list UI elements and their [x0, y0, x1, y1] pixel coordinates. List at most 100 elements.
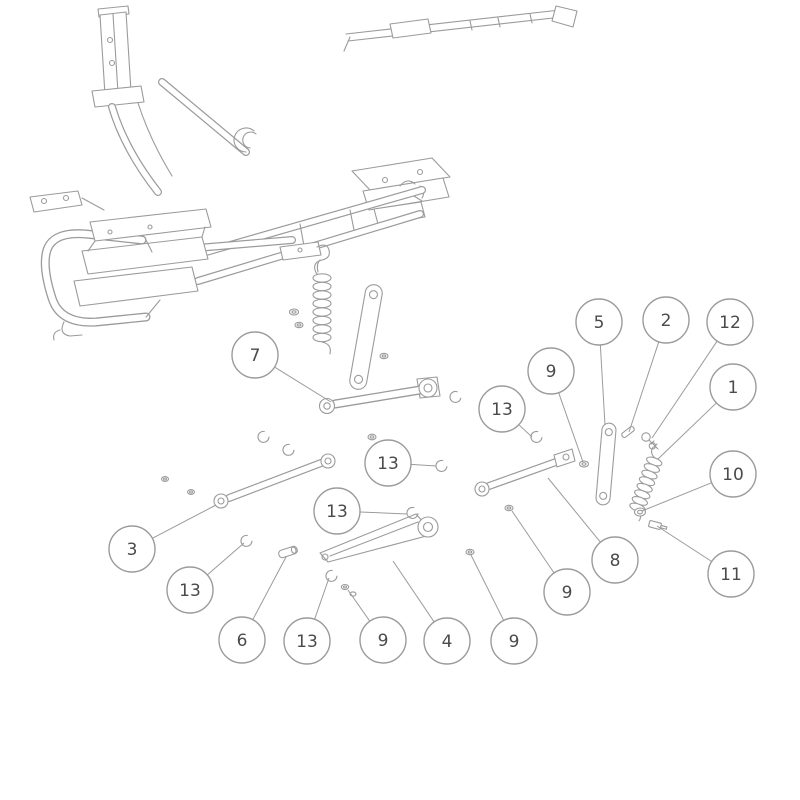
- bolt-part-11: [648, 520, 668, 530]
- leader-line-part-3-1: [152, 504, 217, 539]
- washer-upper-2: [294, 321, 304, 329]
- callout-balloon-part-4-6[interactable]: 4: [423, 617, 471, 665]
- leader-line-part-7-0: [274, 366, 332, 403]
- balloon-circle[interactable]: [527, 347, 575, 395]
- washer-arm4-1: [340, 583, 350, 591]
- leader-line-part-6-3: [252, 556, 287, 620]
- leader-line-part-4-6: [392, 560, 435, 623]
- arm-part-3: [213, 453, 336, 509]
- arm-part-7: [318, 376, 441, 415]
- e-clip-mid-3: [530, 430, 543, 443]
- leader-line-part-13-8: [359, 511, 408, 515]
- balloon-number: 13: [179, 581, 201, 601]
- spring-anchor-plate: [279, 241, 322, 261]
- callout-balloon-part-3-1[interactable]: 3: [108, 525, 156, 573]
- callout-balloon-part-9-11[interactable]: 9: [527, 347, 575, 395]
- callout-balloon-part-9-5[interactable]: 9: [359, 616, 407, 664]
- frame-assembly-drawing: [29, 5, 578, 341]
- balloon-circle[interactable]: [108, 525, 156, 573]
- balloon-circle[interactable]: [709, 363, 757, 411]
- balloon-number: 5: [594, 313, 605, 333]
- balloon-number: 6: [237, 631, 248, 651]
- callout-balloon-part-1-15[interactable]: 1: [709, 363, 757, 411]
- balloon-circle[interactable]: [423, 617, 471, 665]
- balloon-circle[interactable]: [591, 536, 639, 584]
- balloon-number: 8: [610, 551, 621, 571]
- callout-balloon-part-10-16[interactable]: 10: [709, 450, 757, 498]
- balloon-number: 9: [509, 632, 520, 652]
- balloon-circle[interactable]: [642, 296, 690, 344]
- callout-balloon-part-8-18[interactable]: 8: [591, 536, 639, 584]
- balloon-circle[interactable]: [166, 566, 214, 614]
- left-flat-bracket: [29, 190, 105, 213]
- deck-plates: [73, 208, 212, 318]
- balloon-circle[interactable]: [543, 568, 591, 616]
- leader-line-part-9-11: [558, 392, 584, 463]
- balloon-circle[interactable]: [359, 616, 407, 664]
- callout-balloon-part-7-0[interactable]: 7: [231, 331, 279, 379]
- leader-line-part-11-17: [656, 525, 712, 562]
- callout-balloon-part-6-3[interactable]: 6: [218, 616, 266, 664]
- callout-balloon-part-13-9[interactable]: 13: [364, 439, 412, 487]
- balloon-circle[interactable]: [709, 450, 757, 498]
- leader-line-part-9-5: [347, 589, 371, 622]
- e-clip-arm4: [325, 569, 338, 582]
- leader-line-part-2-13: [628, 341, 660, 433]
- balloon-circle[interactable]: [478, 385, 526, 433]
- callout-leader-lines: [152, 340, 718, 623]
- post-braces: [108, 102, 173, 196]
- balloon-circle[interactable]: [313, 487, 361, 535]
- balloon-number: 13: [296, 632, 318, 652]
- callout-balloon-part-13-8[interactable]: 13: [313, 487, 361, 535]
- balloon-circle[interactable]: [490, 617, 538, 665]
- washer-part-10: [633, 507, 647, 517]
- balloon-number: 7: [250, 346, 261, 366]
- leader-line-part-13-10: [518, 424, 533, 438]
- balloon-circle[interactable]: [707, 550, 755, 598]
- leader-line-part-1-15: [657, 402, 717, 460]
- upper-beam: [343, 5, 578, 52]
- callout-balloon-part-12-14[interactable]: 12: [706, 298, 754, 346]
- balloon-number: 9: [546, 362, 557, 382]
- callout-balloon-part-13-4[interactable]: 13: [283, 617, 331, 665]
- leader-line-part-13-2: [207, 542, 245, 576]
- callout-balloon-part-9-7[interactable]: 9: [490, 617, 538, 665]
- balloon-circle[interactable]: [218, 616, 266, 664]
- leader-line-part-10-16: [641, 482, 712, 512]
- washer-arm8-right: [578, 460, 590, 468]
- exploded-parts: [160, 244, 668, 597]
- e-clip-mid-2: [435, 459, 448, 472]
- arm-part-4: [319, 513, 439, 563]
- leader-line-part-12-14: [651, 340, 718, 439]
- balloon-number: 9: [378, 631, 389, 651]
- balloon-circle[interactable]: [231, 331, 279, 379]
- callout-balloon-part-5-12[interactable]: 5: [575, 298, 623, 346]
- balloon-number: 10: [722, 465, 744, 485]
- balloon-circle[interactable]: [283, 617, 331, 665]
- balloon-number: 13: [491, 400, 513, 420]
- callout-balloon-part-13-10[interactable]: 13: [478, 385, 526, 433]
- balloon-number: 11: [720, 565, 742, 585]
- spring-part-1: [629, 442, 663, 522]
- balloon-circle[interactable]: [364, 439, 412, 487]
- leader-line-part-5-12: [599, 344, 606, 426]
- strap-part-5: [595, 422, 617, 506]
- washer-arm4-right: [465, 548, 475, 556]
- callout-balloon-part-9-19[interactable]: 9: [543, 568, 591, 616]
- callout-balloon-part-11-17[interactable]: 11: [707, 550, 755, 598]
- pin-part-6: [278, 545, 298, 559]
- callout-balloon-part-2-13[interactable]: 2: [642, 296, 690, 344]
- arm-part-8: [474, 448, 576, 497]
- callout-balloon-part-13-2[interactable]: 13: [166, 566, 214, 614]
- balloon-circle[interactable]: [575, 298, 623, 346]
- leader-line-part-9-7: [470, 554, 505, 621]
- balloon-circle[interactable]: [706, 298, 754, 346]
- balloon-number: 12: [719, 313, 741, 333]
- washer-left-2: [186, 489, 196, 495]
- balloon-number: 4: [442, 632, 453, 652]
- s-hook: [314, 244, 330, 276]
- balloon-number: 13: [377, 454, 399, 474]
- washer-left-1: [160, 476, 170, 482]
